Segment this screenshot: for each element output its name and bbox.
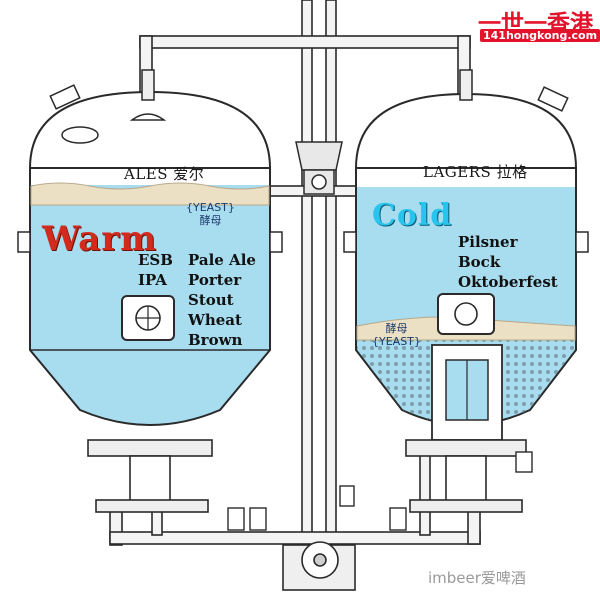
beer-stout: Stout (188, 291, 234, 309)
ales-tank (17, 69, 283, 513)
ales-yeast-label: {YEAST} 酵母 (186, 201, 235, 227)
beer-brown: Brown (188, 331, 243, 349)
beer-wheat: Wheat (188, 311, 242, 329)
cold-label: Cold (372, 198, 453, 233)
lagers-title: LAGERS 拉格 (423, 163, 528, 181)
ales-yeast-chinese: 酵母 (199, 214, 222, 227)
sight-glass (295, 141, 343, 195)
lagers-yeast-chinese: 酵母 (385, 322, 408, 335)
beer-esb: ESB (138, 251, 173, 269)
ales-beer-list-right: Pale Ale Porter Stout Wheat Brown (188, 250, 256, 350)
lagers-yeast-english: {YEAST} (372, 335, 421, 348)
warm-label: Warm (42, 219, 158, 259)
valves (227, 451, 533, 531)
lagers-yeast-label: 酵母 {YEAST} (372, 322, 421, 348)
watermark-url: 141hongkong.com (480, 29, 600, 42)
beer-pilsner: Pilsner (458, 233, 518, 251)
beer-ipa: IPA (138, 271, 167, 289)
ales-beer-list-left: ESB IPA (138, 250, 173, 290)
beer-porter: Porter (188, 271, 242, 289)
ales-title: ALES 爱尔 (124, 165, 205, 183)
beer-bock: Bock (458, 253, 501, 271)
pump (282, 541, 356, 591)
beer-pale-ale: Pale Ale (188, 251, 256, 269)
lagers-tank (343, 69, 589, 513)
watermark-bottom: imbeer爱啤酒 (428, 569, 526, 587)
beer-oktoberfest: Oktoberfest (458, 273, 558, 291)
ales-yeast-english: {YEAST} (186, 201, 235, 214)
lagers-beer-list: Pilsner Bock Oktoberfest (458, 232, 558, 292)
